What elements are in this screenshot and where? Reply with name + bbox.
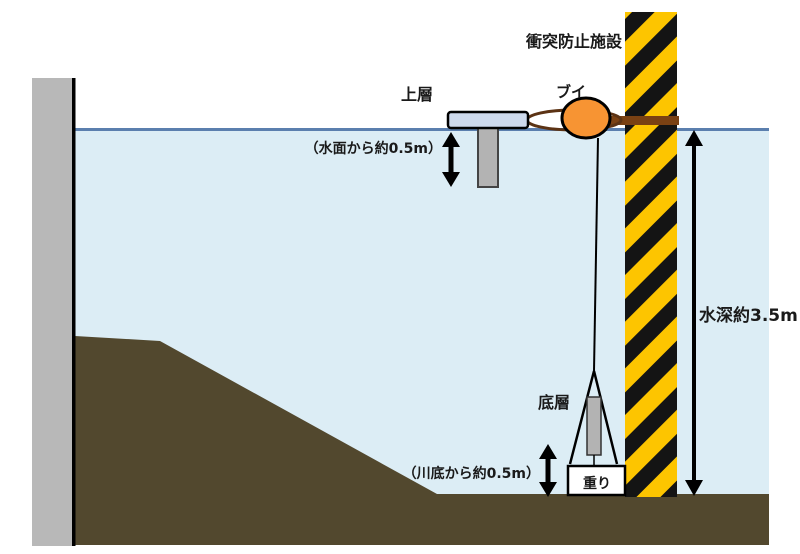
surface-offset-label: （水面から約0.5m） xyxy=(305,140,442,157)
buoy-label: ブイ xyxy=(556,83,586,101)
surface-offset-arrow xyxy=(442,132,460,187)
bottom-offset-arrow xyxy=(539,444,557,497)
buoy-float xyxy=(560,96,612,140)
bottom-offset-label: （川底から約0.5m） xyxy=(403,465,540,482)
weight-box xyxy=(566,464,627,497)
water-depth-arrow xyxy=(685,130,703,496)
mooring-rope xyxy=(593,137,599,372)
upper-sensor xyxy=(477,127,499,188)
water-depth-label: 水深約3.5m xyxy=(699,305,798,326)
quay-wall-edge xyxy=(72,78,76,546)
mooring-bar xyxy=(607,116,679,125)
upper-layer-label: 上層 xyxy=(401,85,433,104)
bottom-frame xyxy=(568,370,619,465)
collision-facility-label: 衝突防止施設 xyxy=(525,32,623,51)
upper-float-bar xyxy=(446,110,530,130)
bottom-layer-label: 底層 xyxy=(538,393,570,412)
collision-prevention-pole xyxy=(625,12,677,497)
weight-label: 重り xyxy=(583,475,611,492)
bottom-sensor xyxy=(586,396,602,456)
riverbed xyxy=(75,336,769,545)
quay-wall xyxy=(32,78,72,546)
